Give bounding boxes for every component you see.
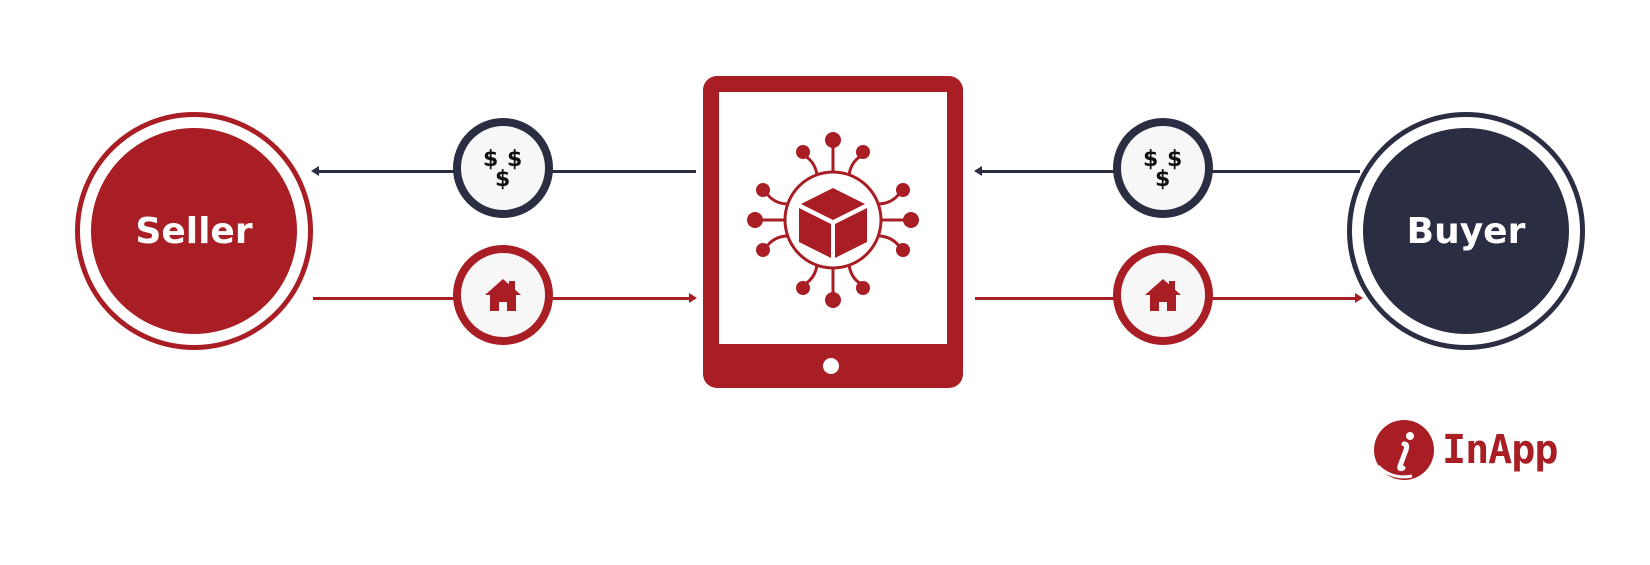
marketplace-network-box-icon <box>747 132 919 308</box>
svg-text:$: $ <box>495 167 510 192</box>
seller-node: Seller <box>75 112 313 350</box>
svg-text:$: $ <box>1155 167 1170 192</box>
money-node-left: $ $ $ <box>453 118 553 218</box>
buyer-label-circle: Buyer <box>1363 128 1569 334</box>
seller-label: Seller <box>135 210 253 252</box>
house-icon <box>1145 279 1181 311</box>
inapp-logo: InApp <box>1372 418 1558 482</box>
arrow-left-icon <box>974 166 982 176</box>
seller-label-circle: Seller <box>91 128 297 334</box>
inapp-logo-mark-icon <box>1374 420 1434 480</box>
svg-text:$: $ <box>483 147 498 172</box>
logo-text: InApp <box>1442 427 1558 473</box>
property-node-left <box>453 245 553 345</box>
buyer-node: Buyer <box>1347 112 1585 350</box>
money-dollars-icon: $ $ $ <box>1143 147 1182 192</box>
svg-text:$: $ <box>507 147 522 172</box>
tablet-home-button <box>823 358 839 374</box>
money-dollars-icon: $ $ $ <box>483 147 522 192</box>
tablet-screen <box>719 92 947 344</box>
platform-tablet <box>703 76 963 388</box>
house-icon <box>485 279 521 311</box>
arrow-right-icon <box>689 293 697 303</box>
svg-text:$: $ <box>1167 147 1182 172</box>
money-node-right: $ $ $ <box>1113 118 1213 218</box>
buyer-label: Buyer <box>1406 210 1526 252</box>
arrow-right-icon <box>1355 293 1363 303</box>
arrow-left-icon <box>311 166 319 176</box>
svg-text:$: $ <box>1143 147 1158 172</box>
property-node-right <box>1113 245 1213 345</box>
